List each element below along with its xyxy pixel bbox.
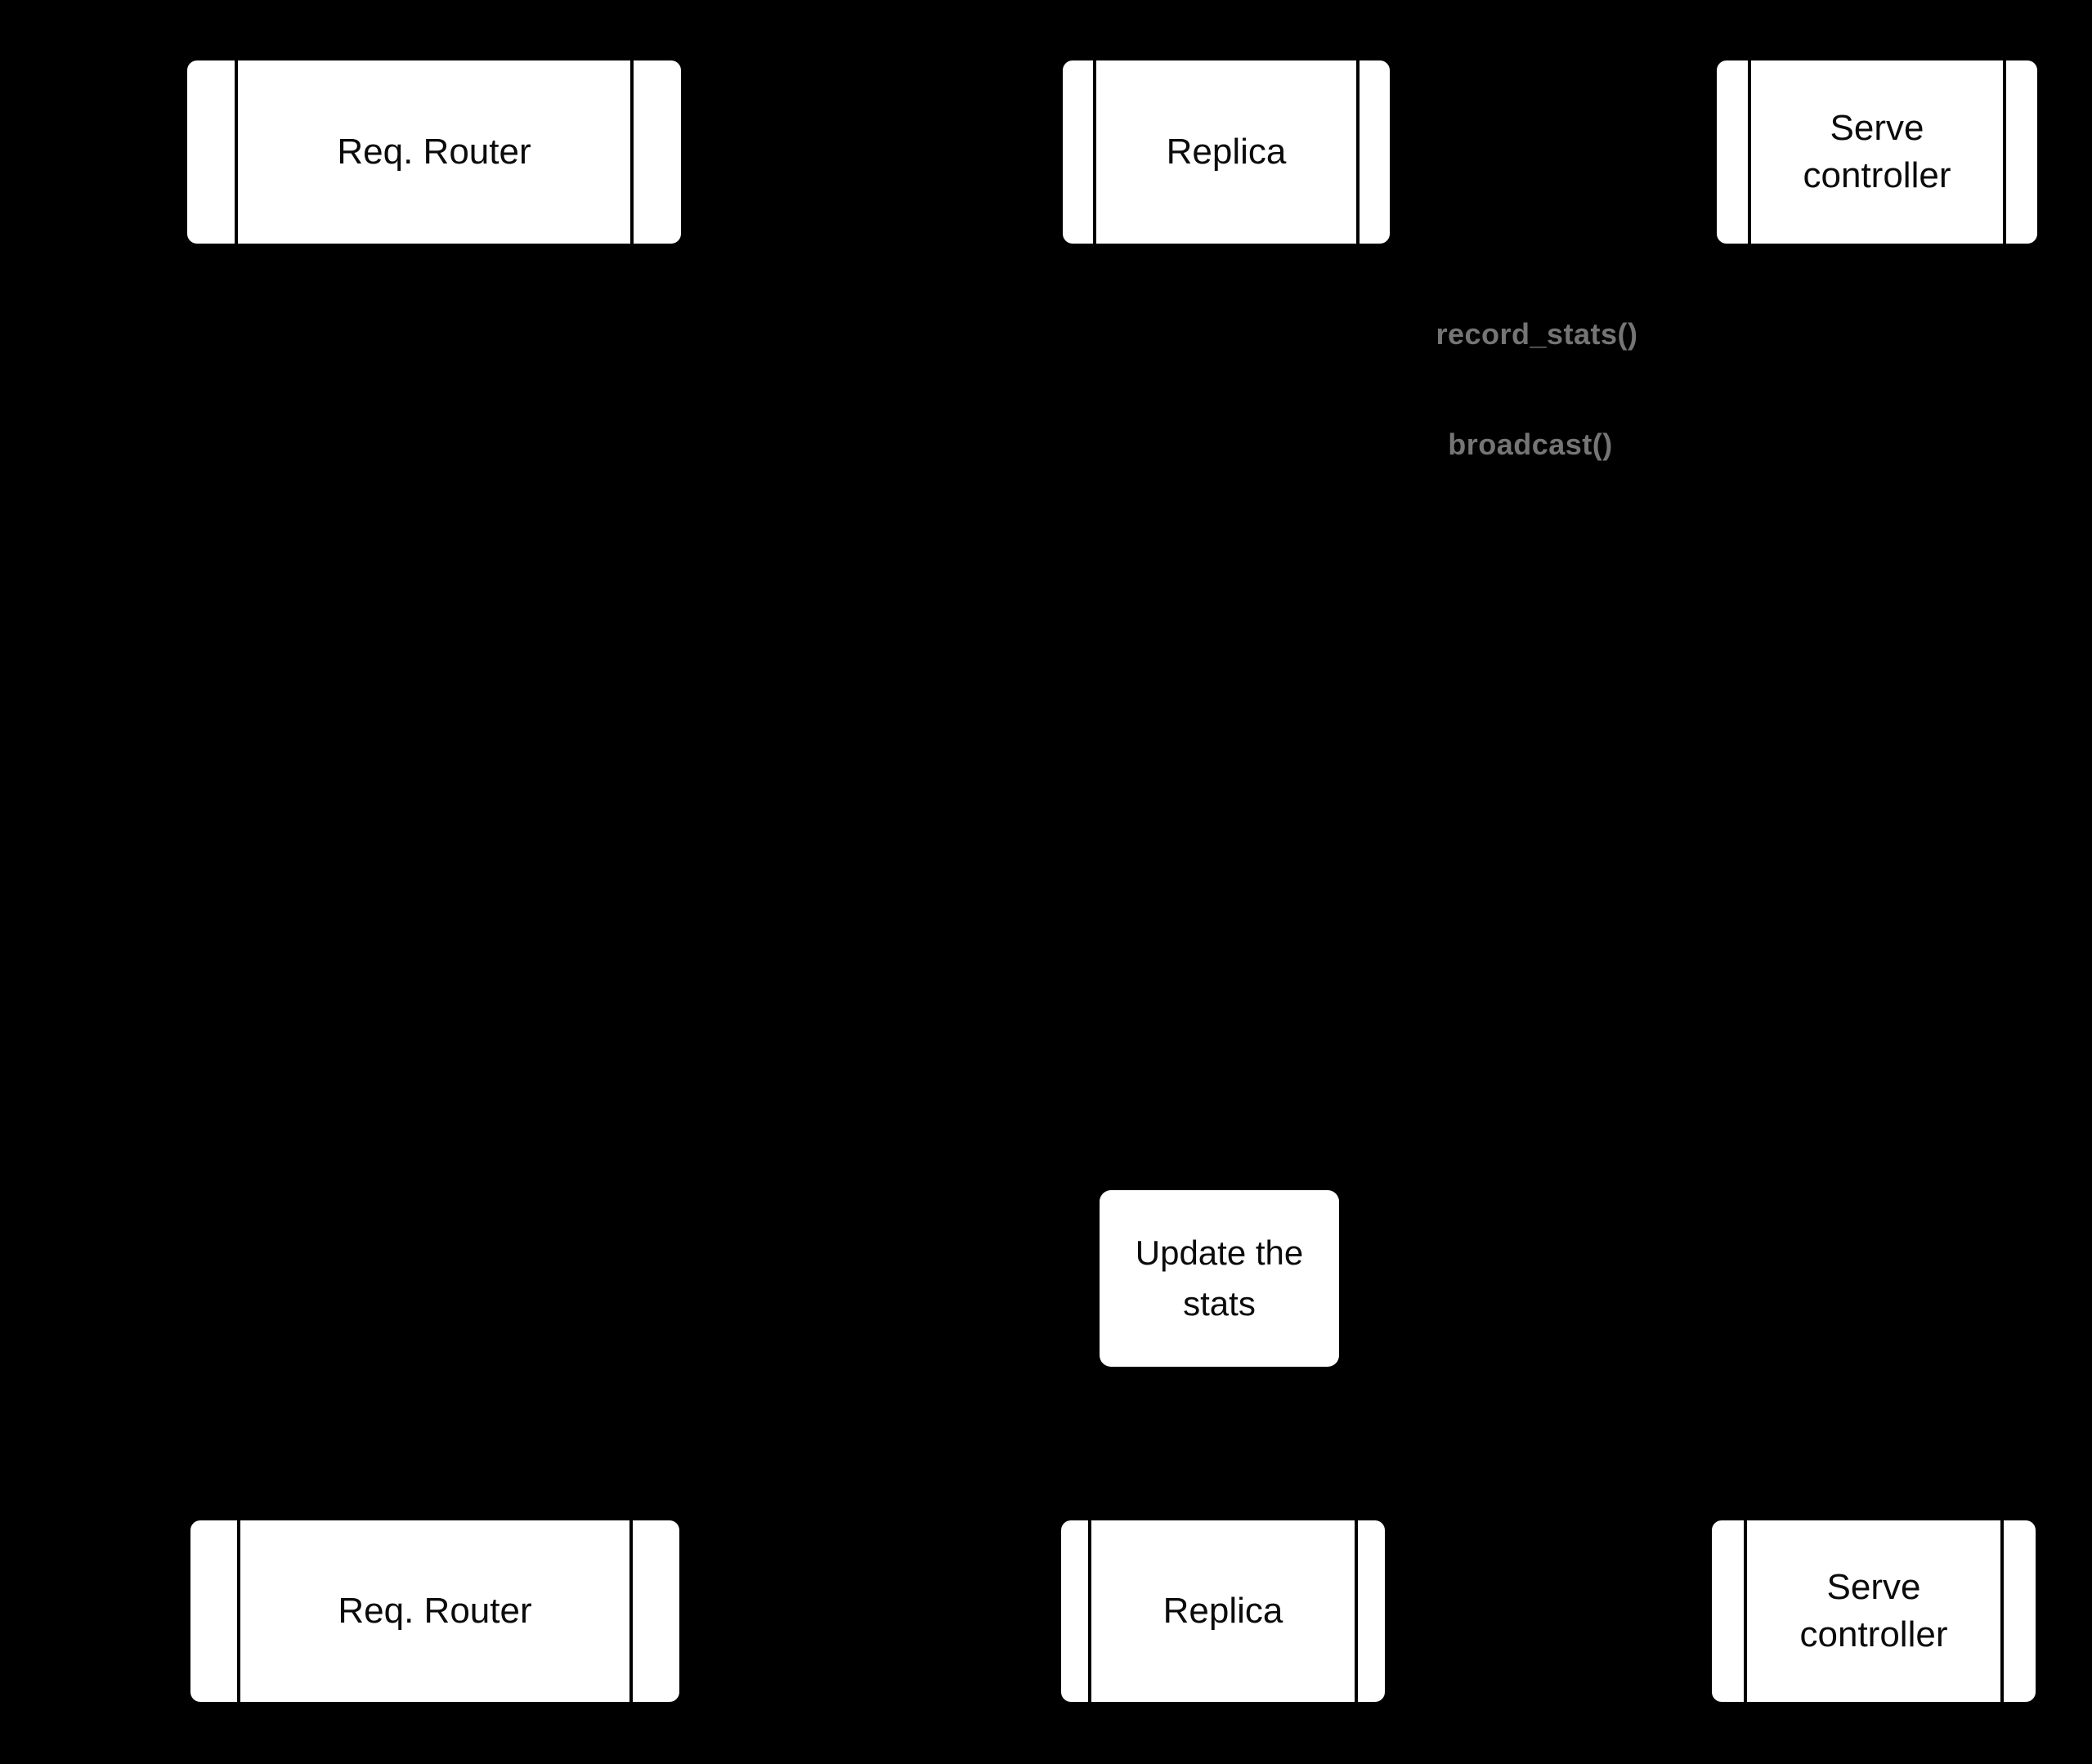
right-bar [629, 1520, 633, 1702]
actor-label: Req. Router [338, 1591, 532, 1631]
right-bar [2000, 1520, 2004, 1702]
actor-label: Serve controller [1803, 108, 1951, 195]
message-label-broadcast: broadcast() [1448, 428, 1613, 461]
actor-label: Replica [1166, 132, 1287, 172]
actor-serve-controller-top: Serve controller [1717, 60, 2037, 244]
actor-label: Replica [1162, 1591, 1283, 1631]
right-bar [1355, 1520, 1358, 1702]
left-bar [1088, 1520, 1091, 1702]
right-bar [630, 60, 634, 244]
actor-label: Serve controller [1799, 1567, 1948, 1654]
actor-serve-controller-bottom: Serve controller [1712, 1520, 2036, 1702]
actor-req-router-top: Req. Router [187, 60, 681, 244]
left-bar [1093, 60, 1096, 244]
left-bar [1744, 1520, 1747, 1702]
right-bar [1356, 60, 1360, 244]
actor-label: Req. Router [337, 132, 531, 172]
actor-req-router-bottom: Req. Router [190, 1520, 679, 1702]
right-bar [2003, 60, 2006, 244]
left-bar [235, 60, 238, 244]
left-bar [1748, 60, 1751, 244]
note-update-stats: Update the stats [1100, 1190, 1339, 1367]
left-bar [237, 1520, 240, 1702]
message-label-record-stats: record_stats() [1436, 317, 1638, 351]
actor-replica-top: Replica [1063, 60, 1390, 244]
actor-replica-bottom: Replica [1061, 1520, 1385, 1702]
